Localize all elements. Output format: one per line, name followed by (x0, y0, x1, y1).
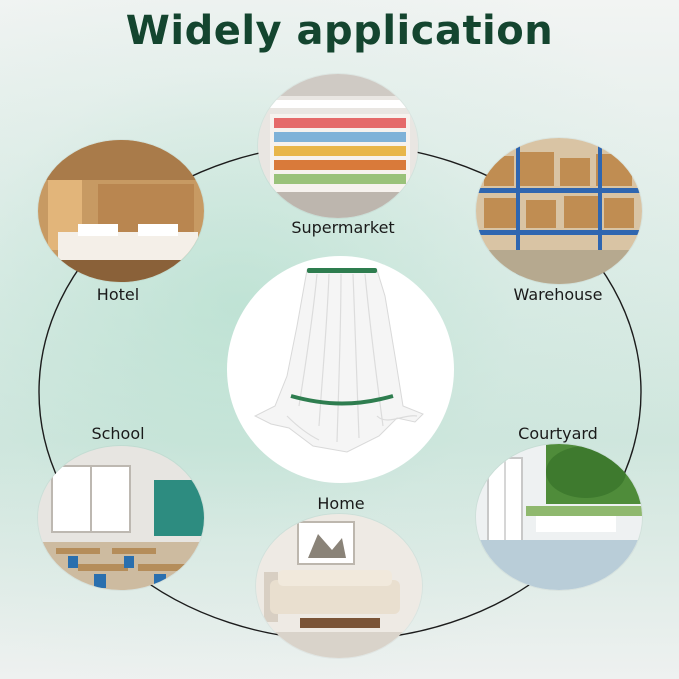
home-photo (256, 514, 422, 658)
label-home: Home (317, 494, 365, 513)
warehouse-photo (476, 138, 642, 284)
label-warehouse: Warehouse (513, 285, 603, 304)
courtyard-photo (476, 444, 642, 590)
label-hotel: Hotel (96, 285, 140, 304)
headline: Widely application (125, 8, 554, 54)
label-school: School (91, 424, 145, 443)
mop-head-photo (227, 256, 454, 483)
label-courtyard: Courtyard (518, 424, 598, 443)
mop-head-icon (253, 268, 424, 453)
supermarket-photo (258, 74, 418, 218)
school-photo (38, 446, 204, 590)
label-supermarket: Supermarket (291, 218, 395, 237)
hotel-photo (38, 140, 204, 282)
